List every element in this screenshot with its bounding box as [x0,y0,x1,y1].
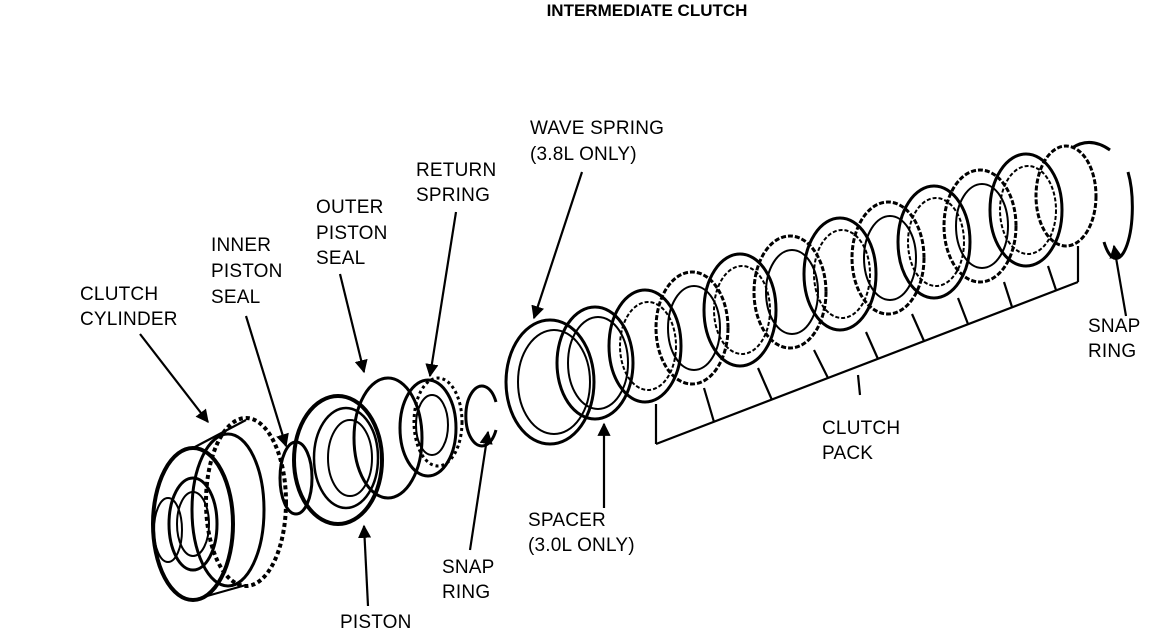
outer-piston-seal-part [352,376,424,500]
svg-text:CLUTCH: CLUTCH [80,284,158,305]
label-snap-ring-front: SNAP RING [442,557,495,603]
svg-text:PISTON: PISTON [340,612,412,630]
svg-text:RING: RING [1088,341,1136,362]
label-snap-ring-rear: SNAP RING [1088,316,1141,362]
svg-text:SNAP: SNAP [442,557,495,578]
svg-text:WAVE SPRING: WAVE SPRING [530,118,664,139]
svg-text:SEAL: SEAL [316,248,365,269]
rear-snap-ring-tab [1071,141,1111,152]
label-clutch-cylinder: CLUTCH CYLINDER [80,284,178,330]
svg-text:SPACER: SPACER [528,510,606,531]
clutch-cylinder-part [151,416,288,602]
clutch-pack-plates [607,144,1098,404]
svg-text:CYLINDER: CYLINDER [80,309,178,330]
svg-text:(3.0L ONLY): (3.0L ONLY) [528,535,635,556]
label-wave-spring: WAVE SPRING (3.8L ONLY) [530,118,664,165]
svg-text:SNAP: SNAP [1088,316,1141,337]
svg-text:INNER: INNER [211,235,271,256]
svg-text:PACK: PACK [822,443,873,464]
spacer-part [555,305,635,421]
label-clutch-pack: CLUTCH PACK [822,418,900,464]
outer-piston-seal-arrow [338,273,368,374]
return-spring-part [398,376,464,478]
svg-text:PISTON: PISTON [316,223,388,244]
piston-part [292,394,384,526]
svg-text:(3.8L ONLY): (3.8L ONLY) [530,144,637,165]
inner-piston-seal-arrow [244,315,289,448]
return-spring-arrow [425,211,458,378]
label-spacer: SPACER (3.0L ONLY) [528,510,635,556]
svg-text:CLUTCH: CLUTCH [822,418,900,439]
label-outer-piston-seal: OUTER PISTON SEAL [316,197,388,269]
wave-spring-arrow [531,171,584,320]
piston-arrow [358,524,372,607]
clutch-cylinder-arrow [139,333,209,424]
label-return-spring: RETURN SPRING [416,160,496,206]
svg-text:SPRING: SPRING [416,185,490,206]
clutch-pack-bracket [654,246,1080,446]
svg-text:PISTON: PISTON [211,261,283,282]
svg-text:RING: RING [442,582,490,603]
svg-text:SEAL: SEAL [211,287,260,308]
rear-snap-ring-arrow [1109,244,1128,317]
label-piston: PISTON [340,612,412,630]
rear-snap-ring-part [1102,171,1134,260]
front-snap-ring-arrow [468,430,493,551]
svg-text:OUTER: OUTER [316,197,384,218]
svg-text:RETURN: RETURN [416,160,496,181]
label-inner-piston-seal: INNER PISTON SEAL [211,235,283,308]
wave-spring-part [504,318,596,446]
diagram-title: INTERMEDIATE CLUTCH [547,1,748,20]
front-snap-ring-part [464,384,498,448]
